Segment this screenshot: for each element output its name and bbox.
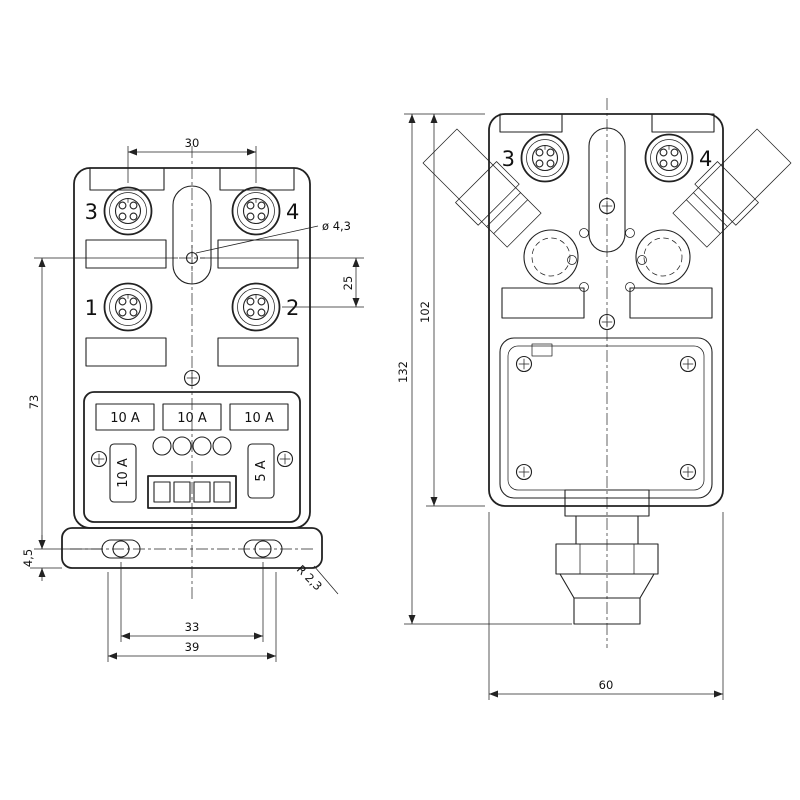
fuse-label-2: 10 A xyxy=(177,411,207,426)
front-label-plate-1 xyxy=(85,239,167,269)
terminal-slot-4 xyxy=(213,481,231,503)
dim-73-label: 73 xyxy=(27,395,41,410)
dimension-73: 73 xyxy=(27,257,178,550)
dimension-132: 132 xyxy=(396,113,572,625)
front-label-plate-4 xyxy=(217,337,299,367)
side-housing-detail xyxy=(531,343,553,357)
fuse-label-right: 5 A xyxy=(254,460,269,481)
side-top-plate-left xyxy=(499,113,563,133)
front-connector-2-label: 2 xyxy=(286,296,299,320)
side-connector-4-label: 4 xyxy=(699,147,712,171)
dim-60-label: 60 xyxy=(599,678,614,692)
side-label-plate-right xyxy=(629,287,713,319)
dim-4-5-label: 4,5 xyxy=(21,549,35,567)
side-top-plate-right xyxy=(651,113,715,133)
front-connector-4-label: 4 xyxy=(286,200,299,224)
front-screw-right xyxy=(276,450,294,468)
angled-port-right xyxy=(635,229,691,285)
terminal-slot-1 xyxy=(153,481,171,503)
housing-screw-br xyxy=(679,463,697,481)
front-connector-3 xyxy=(103,186,153,236)
terminal-circle-3 xyxy=(192,436,212,456)
side-body-outline xyxy=(488,113,724,507)
front-label-plate-3 xyxy=(85,337,167,367)
fuse-label-box-right xyxy=(247,443,275,499)
terminal-slot-2 xyxy=(173,481,191,503)
side-view: 3 4 xyxy=(396,98,792,700)
dim-radius-label: R 2,3 xyxy=(294,562,325,593)
front-connector-2 xyxy=(231,282,281,332)
terminal-circle-4 xyxy=(212,436,232,456)
terminal-slot-3 xyxy=(193,481,211,503)
angled-plug-left xyxy=(422,128,542,248)
dim-102-label: 102 xyxy=(418,301,432,323)
dimension-25: 25 xyxy=(200,257,364,308)
side-connector-4 xyxy=(644,133,694,183)
fuse-label-left: 10 A xyxy=(116,458,131,488)
dim-132-label: 132 xyxy=(396,361,410,383)
front-label-plate-2 xyxy=(217,239,299,269)
gland-taper xyxy=(559,573,655,599)
dimension-hole-diameter: ø 4,3 xyxy=(195,219,351,254)
dim-33-label: 33 xyxy=(185,620,200,634)
front-body-outline xyxy=(73,167,311,529)
angled-port-left-inner xyxy=(531,237,571,277)
angled-port-right-inner xyxy=(643,237,683,277)
dim-25-label: 25 xyxy=(341,276,355,291)
side-connector-3 xyxy=(520,133,570,183)
dimension-39: 39 xyxy=(107,572,277,662)
dim-30-label: 30 xyxy=(185,136,200,150)
boss-circle-4 xyxy=(637,255,647,265)
dimension-102: 102 xyxy=(418,114,485,507)
terminal-circle-1 xyxy=(152,436,172,456)
housing-screw-tr xyxy=(679,355,697,373)
front-connector-1 xyxy=(103,282,153,332)
side-lower-housing xyxy=(499,337,713,499)
side-label-plate-left xyxy=(501,287,585,319)
fuse-label-box-1 xyxy=(95,403,155,431)
front-connector-1-label: 1 xyxy=(85,296,98,320)
fuse-label-box-3 xyxy=(229,403,289,431)
fuse-label-box-left xyxy=(109,443,137,503)
dimension-30: 30 xyxy=(127,136,257,183)
front-connector-3-label: 3 xyxy=(85,200,98,224)
front-top-plate-left xyxy=(89,167,165,191)
fuse-label-3: 10 A xyxy=(244,411,274,426)
housing-screw-tl xyxy=(515,355,533,373)
angled-plug-right xyxy=(672,128,792,248)
dim-39-label: 39 xyxy=(185,640,200,654)
dimension-4-5: 4,5 xyxy=(21,535,62,581)
boss-circle-1 xyxy=(579,228,589,238)
front-screw-left xyxy=(90,450,108,468)
boss-circle-2 xyxy=(625,228,635,238)
side-lower-housing-inner xyxy=(507,345,705,491)
front-top-plate-right xyxy=(219,167,295,191)
dim-hole-label: ø 4,3 xyxy=(322,219,351,233)
boss-circle-3 xyxy=(567,255,577,265)
dimension-60: 60 xyxy=(488,512,724,700)
dimension-33: 33 xyxy=(120,562,264,642)
front-view: 10 A 10 A 10 A 10 A 5 A 3 4 1 2 xyxy=(21,136,364,662)
front-connector-4 xyxy=(231,186,281,236)
terminal-circle-2 xyxy=(172,436,192,456)
fuse-label-1: 10 A xyxy=(110,411,140,426)
housing-screw-bl xyxy=(515,463,533,481)
angled-port-left xyxy=(523,229,579,285)
side-connector-3-label: 3 xyxy=(502,147,515,171)
